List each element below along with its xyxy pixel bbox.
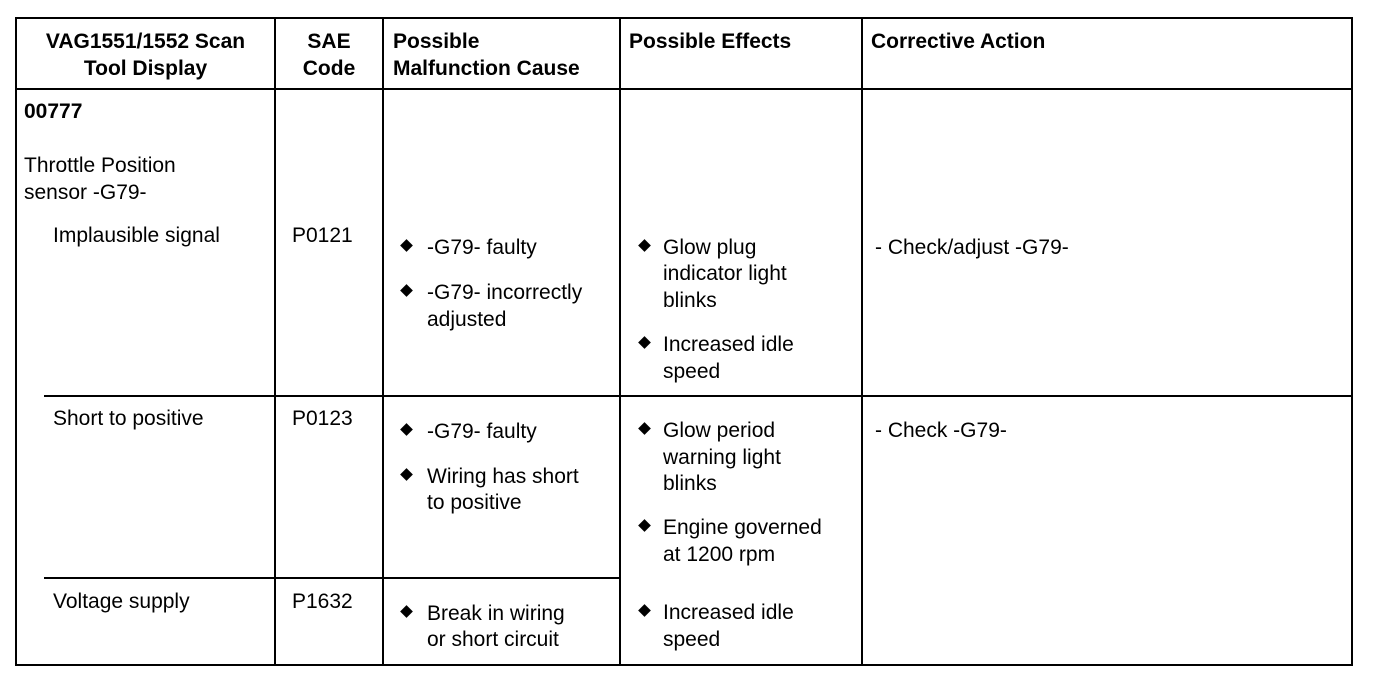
row-1-effect-2-line-1: Increased idle: [663, 333, 794, 356]
row-3-sae: P1632: [292, 590, 353, 613]
row-1-cause-2-line-2: adjusted: [427, 308, 507, 331]
row-2-effect-2-line-2: at 1200 rpm: [663, 543, 776, 566]
row-2-cause-2-line-1: Wiring has short: [427, 465, 579, 488]
header-effects: Possible Effects: [629, 30, 792, 53]
row-3-effect-1-line-2: speed: [663, 628, 721, 651]
row-1-sae: P0121: [292, 224, 353, 247]
col-divider-1: [274, 17, 276, 666]
row-2-effect-1-line-1: Glow period: [663, 419, 776, 442]
row-3-cause-1-line-1: Break in wiring: [427, 602, 565, 625]
col-divider-3: [619, 17, 621, 666]
row-1-effect-2-line-2: speed: [663, 360, 721, 383]
col-divider-4: [861, 17, 863, 666]
row-2-effect-2-line-1: Engine governed: [663, 516, 822, 539]
fault-code: 00777: [24, 100, 83, 123]
row-1-cause-2-line-1: -G79- incorrectly: [427, 281, 583, 304]
row-2-display: Short to positive: [53, 407, 204, 430]
row-2-cause-2-line-2: to positive: [427, 491, 522, 514]
row-divider-2: [44, 577, 621, 579]
row-3-effect-1-line-1: Increased idle: [663, 601, 794, 624]
row-1-effect-1-line-3: blinks: [663, 289, 717, 312]
row-3-cause-1-line-2: or short circuit: [427, 628, 559, 651]
row-2-sae: P0123: [292, 407, 353, 430]
col-divider-2: [382, 17, 384, 666]
fault-name-line-2: sensor -G79-: [24, 181, 147, 204]
row-1-action: - Check/adjust -G79-: [875, 236, 1069, 259]
row-2-effect-1-line-3: blinks: [663, 472, 717, 495]
row-1-effect-1-line-2: indicator light: [663, 262, 787, 285]
header-sae-code: SAE Code: [302, 30, 356, 80]
header-cause: Possible Malfunction Cause: [393, 30, 580, 80]
row-divider-1: [44, 395, 1353, 397]
row-3-display: Voltage supply: [53, 590, 190, 613]
row-1-cause-1: -G79- faulty: [427, 236, 537, 259]
fault-table: [15, 17, 1353, 666]
row-2-effect-1-line-2: warning light: [663, 446, 781, 469]
header-action: Corrective Action: [871, 30, 1046, 53]
fault-name-line-1: Throttle Position: [24, 154, 176, 177]
row-2-cause-1: -G79- faulty: [427, 420, 537, 443]
header-divider: [15, 88, 1353, 90]
header-scan-tool: VAG1551/1552 Scan Tool Display: [45, 30, 246, 80]
row-1-effect-1-line-1: Glow plug: [663, 236, 757, 259]
row-2-action: - Check -G79-: [875, 419, 1007, 442]
row-1-display: Implausible signal: [53, 224, 220, 247]
